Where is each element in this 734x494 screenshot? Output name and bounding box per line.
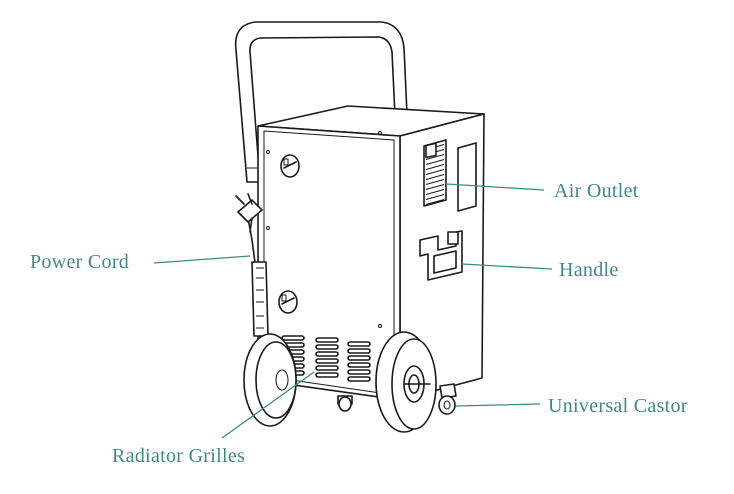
outlet-slat [425, 169, 445, 175]
grille-slot [315, 372, 339, 378]
leader-radiator-grilles [221, 371, 315, 439]
grille-slot [347, 348, 371, 354]
grille-slot [281, 335, 305, 341]
radiator-grilles [281, 335, 371, 382]
outlet-slat [425, 174, 445, 180]
grille-slot [315, 337, 339, 343]
grille-slot [315, 344, 339, 350]
grille-slot [347, 362, 371, 368]
outlet-slat [425, 164, 445, 170]
leader-handle [461, 263, 553, 270]
side-carry-handle [419, 142, 463, 281]
outlet-slat [425, 184, 445, 190]
outlet-slat [425, 194, 445, 200]
outlet-slat [425, 189, 445, 195]
grille-slot [347, 369, 371, 375]
grille-slot [315, 365, 339, 371]
cord-hook-lower [278, 290, 298, 314]
right-wheel [375, 331, 437, 433]
grille-slot [347, 341, 371, 347]
universal-castor-label: Universal Castor [548, 395, 688, 417]
castor-rear [438, 383, 457, 415]
grille-slot [315, 351, 339, 357]
power-cord-label: Power Cord [30, 251, 130, 273]
cord-hook-upper [280, 154, 300, 178]
radiator-grilles-label: Radiator Grilles [112, 445, 246, 467]
leader-lines [153, 183, 553, 439]
outlet-slat [425, 159, 445, 165]
castor-front [337, 395, 353, 412]
grille-slot [347, 355, 371, 361]
leader-universal-castor [455, 403, 541, 407]
air-outlet-label: Air Outlet [554, 180, 639, 202]
outlet-slat [425, 199, 445, 205]
grille-slot [347, 376, 371, 382]
control-panel [457, 142, 477, 212]
left-wheel [243, 333, 297, 427]
handle-label: Handle [559, 259, 619, 281]
outlet-slat [425, 154, 445, 160]
leader-air-outlet [445, 183, 545, 191]
leader-power-cord [153, 255, 251, 264]
outlet-slat [425, 179, 445, 185]
front-screws [266, 131, 382, 328]
grille-slot [315, 358, 339, 364]
